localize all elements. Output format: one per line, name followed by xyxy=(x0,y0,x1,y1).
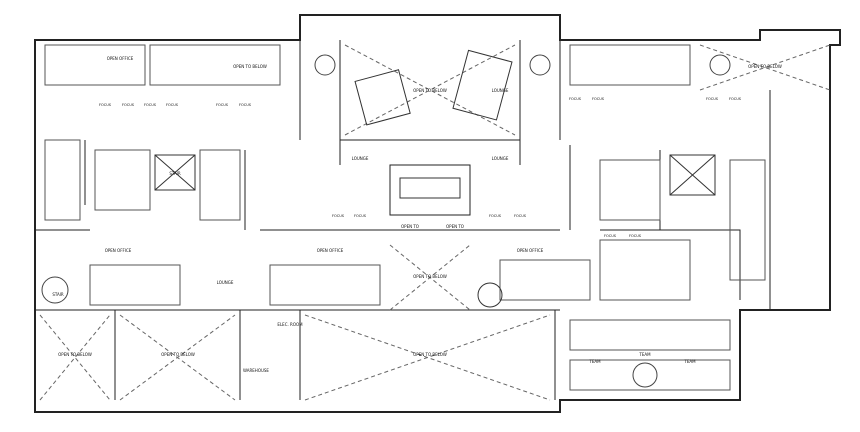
open-below-label: OPEN TO BELOW xyxy=(413,88,447,93)
focus-room-label: FOCUS xyxy=(144,103,157,107)
focus-room-label: FOCUS xyxy=(122,103,135,107)
stair-label: STAIR xyxy=(169,171,181,176)
stair-label: STAIR xyxy=(52,292,64,297)
open-office-label: OPEN OFFICE xyxy=(317,248,344,253)
focus-room-label: FOCUS xyxy=(239,103,252,107)
focus-room-label: FOCUS xyxy=(489,214,502,218)
focus-room-label: FOCUS xyxy=(592,97,605,101)
open-below-label: OPEN TO BELOW xyxy=(748,64,782,69)
focus-room-label: FOCUS xyxy=(99,103,112,107)
open-below-label: OPEN TO BELOW xyxy=(413,352,447,357)
open-below-label: OPEN TO BELOW xyxy=(161,352,195,357)
open-office-label: OPEN OFFICE xyxy=(105,248,132,253)
focus-room-label: FOCUS xyxy=(629,234,642,238)
open-to-label: OPEN TO xyxy=(446,224,464,229)
focus-room-label: FOCUS xyxy=(569,97,582,101)
focus-room-label: FOCUS xyxy=(729,97,742,101)
open-below-label: OPEN TO BELOW xyxy=(413,274,447,279)
warehouse-label: WAREHOUSE xyxy=(243,368,269,373)
focus-room-label: FOCUS xyxy=(706,97,719,101)
focus-room-label: FOCUS xyxy=(332,214,345,218)
lounge-label: LOUNGE xyxy=(352,156,369,161)
team-label: TEAM xyxy=(683,359,696,364)
open-office-label: OPEN OFFICE xyxy=(517,248,544,253)
open-to-label: OPEN TO xyxy=(401,224,419,229)
team-label: TEAM xyxy=(588,359,601,364)
open-office-label: OPEN OFFICE xyxy=(107,56,134,61)
lounge-label: LOUNGE xyxy=(492,156,509,161)
lounge-label: LOUNGE xyxy=(492,88,509,93)
building-outline xyxy=(34,14,841,413)
lounge-label: LOUNGE xyxy=(217,280,234,285)
focus-room-label: FOCUS xyxy=(604,234,617,238)
open-below-label: OPEN TO BELOW xyxy=(233,64,267,69)
focus-room-label: FOCUS xyxy=(354,214,367,218)
team-label: TEAM xyxy=(638,352,651,357)
focus-room-label: FOCUS xyxy=(216,103,229,107)
open-below-label: OPEN TO BELOW xyxy=(58,352,92,357)
focus-room-label: FOCUS xyxy=(514,214,527,218)
elec-room-label: ELEC. ROOM xyxy=(277,322,303,327)
focus-room-label: FOCUS xyxy=(166,103,179,107)
